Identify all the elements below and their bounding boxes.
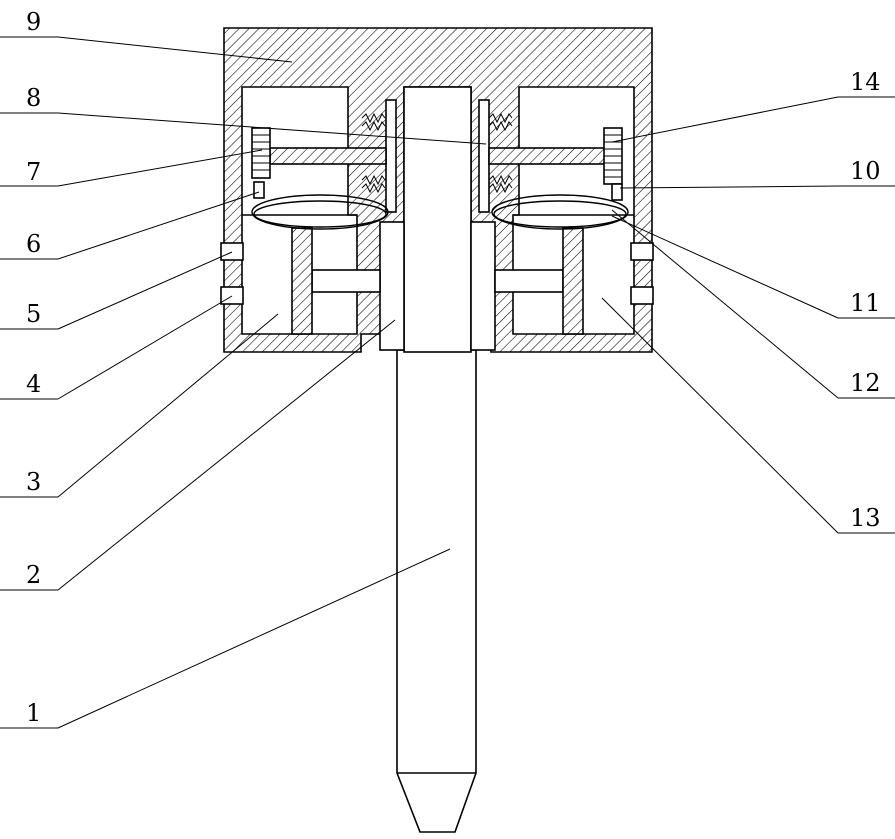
- rod-upper-shaft: [404, 87, 471, 352]
- label-14: 14: [850, 68, 881, 96]
- label-5: 5: [26, 300, 41, 328]
- central-rod: [397, 350, 476, 832]
- label-6: 6: [26, 230, 41, 258]
- label-1: 1: [26, 699, 41, 727]
- label-10: 10: [850, 157, 881, 185]
- label-7: 7: [26, 158, 41, 186]
- label-11: 11: [850, 289, 881, 317]
- label-13: 13: [850, 504, 881, 532]
- label-3: 3: [26, 468, 41, 496]
- label-4: 4: [26, 370, 41, 398]
- label-12: 12: [850, 369, 881, 397]
- label-2: 2: [26, 561, 41, 589]
- label-9: 9: [26, 8, 41, 36]
- label-8: 8: [26, 84, 41, 112]
